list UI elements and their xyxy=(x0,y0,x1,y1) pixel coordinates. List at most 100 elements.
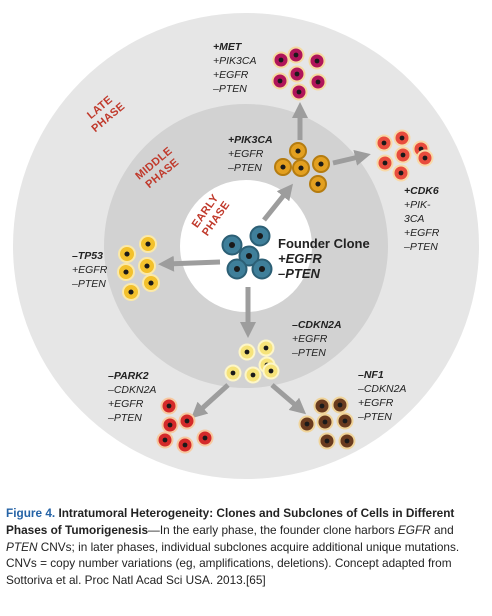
cdkn2a-cell xyxy=(224,364,242,382)
svg-text:+EGFR: +EGFR xyxy=(72,264,108,276)
park2-clone-label: –PARK2 –CDKN2A +EGFR –PTEN xyxy=(107,370,156,424)
cell-clusters xyxy=(117,46,434,454)
met-clone-label: +MET +PIK3CA +EGFR –PTEN xyxy=(212,41,256,95)
tp53-cell xyxy=(139,235,157,253)
caption-text-3: CNVs; in later phases, individual subclo… xyxy=(6,539,460,588)
tp53-cell xyxy=(138,257,156,275)
tp53-cell xyxy=(118,245,136,263)
cdk6-cell xyxy=(394,146,412,164)
pik3ca-cell-cluster xyxy=(274,142,330,193)
cdk6-cell xyxy=(393,129,411,147)
nf1-cell xyxy=(338,432,356,450)
park2-cell xyxy=(161,416,179,434)
svg-text:–PTEN: –PTEN xyxy=(291,347,326,359)
caption-gene-pten: PTEN xyxy=(6,539,38,554)
met-cell xyxy=(290,83,308,101)
caption-text-2: and xyxy=(430,522,454,537)
svg-text:+CDK6: +CDK6 xyxy=(404,185,439,197)
met-cell xyxy=(272,51,290,69)
cdk6-cell xyxy=(416,149,434,167)
park2-cell xyxy=(178,412,196,430)
tp53-cell xyxy=(122,283,140,301)
cdk6-cell-cluster xyxy=(375,129,434,182)
svg-text:+EGFR: +EGFR xyxy=(292,333,328,345)
pik3ca-cell xyxy=(309,175,327,193)
pik3ca-clone-label: +PIK3CA +EGFR –PTEN xyxy=(227,134,273,174)
met-cell xyxy=(271,72,289,90)
tp53-cell xyxy=(142,274,160,292)
cdkn2a-cell xyxy=(262,362,280,380)
founder-clone-label: Founder Clone +EGFR –PTEN xyxy=(278,236,370,281)
founder-cell xyxy=(221,234,243,256)
svg-text:3CA: 3CA xyxy=(404,213,424,225)
nf1-cell xyxy=(318,432,336,450)
cdkn2a-clone-label: –CDKN2A +EGFR –PTEN xyxy=(291,319,342,359)
pik3ca-cell xyxy=(292,159,310,177)
svg-text:–PTEN: –PTEN xyxy=(227,162,262,174)
cdk6-cell xyxy=(392,164,410,182)
svg-text:+MET: +MET xyxy=(213,41,243,53)
met-cell xyxy=(288,65,306,83)
founder-cell-cluster xyxy=(221,225,273,280)
met-cell-cluster xyxy=(271,46,327,101)
park2-cell-cluster xyxy=(156,397,214,454)
park2-cell xyxy=(176,436,194,454)
park2-cell xyxy=(196,429,214,447)
svg-text:Founder Clone: Founder Clone xyxy=(278,236,370,251)
founder-cell xyxy=(238,245,260,267)
met-cell xyxy=(308,52,326,70)
svg-text:+EGFR: +EGFR xyxy=(108,398,144,410)
figure-title: Intratumoral Heterogeneity: Clones and S… xyxy=(6,506,455,537)
arrow-cdkn2a-to-park2 xyxy=(191,383,230,419)
svg-text:+EGFR: +EGFR xyxy=(358,397,394,409)
svg-text:–TP53: –TP53 xyxy=(72,250,103,262)
nf1-cell xyxy=(336,412,354,430)
cdk6-cell xyxy=(375,134,393,152)
svg-text:+EGFR: +EGFR xyxy=(228,148,264,160)
park2-cell xyxy=(156,431,174,449)
cdk6-cell xyxy=(376,154,394,172)
svg-text:+EGFR: +EGFR xyxy=(404,227,440,239)
cdkn2a-cell-cluster xyxy=(224,339,280,384)
cdkn2a-cell xyxy=(238,343,256,361)
svg-text:–PTEN: –PTEN xyxy=(212,83,247,95)
svg-text:–PTEN: –PTEN xyxy=(403,241,438,253)
founder-cell xyxy=(226,258,248,280)
nf1-cell xyxy=(313,397,331,415)
cdk6-clone-label: +CDK6 +PIK- 3CA +EGFR –PTEN xyxy=(403,185,440,253)
svg-text:–CDKN2A: –CDKN2A xyxy=(292,319,342,331)
arrow-cdkn2a-to-nf1 xyxy=(270,383,307,415)
svg-text:+PIK3CA: +PIK3CA xyxy=(213,55,256,67)
tp53-cell-cluster xyxy=(117,235,160,301)
svg-text:–PTEN: –PTEN xyxy=(107,412,142,424)
cdkn2a-cell xyxy=(244,366,262,384)
tp53-cell xyxy=(117,263,135,281)
caption-gene-egfr: EGFR xyxy=(397,522,431,537)
tp53-clone-label: –TP53 +EGFR –PTEN xyxy=(71,250,108,290)
svg-text:+PIK-: +PIK- xyxy=(404,199,431,211)
arrow-founder-to-pik3ca xyxy=(262,183,293,222)
svg-text:+PIK3CA: +PIK3CA xyxy=(228,134,273,146)
founder-cell xyxy=(251,258,273,280)
nf1-cell xyxy=(298,415,316,433)
pik3ca-cell xyxy=(289,142,307,160)
svg-text:–NF1: –NF1 xyxy=(358,369,384,381)
met-cell xyxy=(287,46,305,64)
met-cell xyxy=(309,73,327,91)
arrow-founder-to-tp53 xyxy=(158,255,221,272)
svg-text:+EGFR: +EGFR xyxy=(213,69,249,81)
caption-text-1: —In the early phase, the founder clone h… xyxy=(148,522,398,537)
nf1-clone-label: –NF1 –CDKN2A +EGFR –PTEN xyxy=(357,369,406,423)
nf1-cell xyxy=(316,413,334,431)
pik3ca-cell xyxy=(274,158,292,176)
park2-cell xyxy=(160,397,178,415)
svg-text:–PARK2: –PARK2 xyxy=(108,370,149,382)
figure-label: Figure 4. xyxy=(6,506,56,520)
nf1-cell xyxy=(331,396,349,414)
cdkn2a-cell xyxy=(257,339,275,357)
pik3ca-cell xyxy=(312,155,330,173)
svg-text:–PTEN: –PTEN xyxy=(278,266,321,281)
figure-caption: Figure 4. Intratumoral Heterogeneity: Cl… xyxy=(6,505,488,589)
svg-text:–PTEN: –PTEN xyxy=(357,411,392,423)
tumor-heterogeneity-diagram: LATE PHASE MIDDLE PHASE EARLY PHASE Foun… xyxy=(13,13,479,479)
